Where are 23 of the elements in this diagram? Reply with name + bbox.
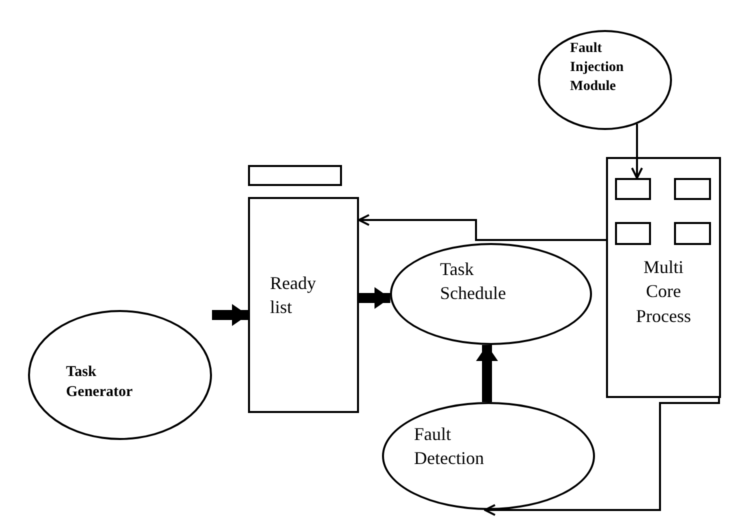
processor-box	[606, 157, 721, 398]
node-label: Task Generator	[66, 363, 134, 402]
core-box	[615, 178, 651, 200]
generator-ellipse	[28, 310, 212, 440]
block-arrow	[476, 344, 498, 402]
empty-box	[248, 165, 342, 186]
arrow	[358, 214, 606, 241]
node-label: Multi Core Process	[635, 256, 692, 328]
block-arrow	[359, 287, 390, 309]
core-box	[674, 222, 711, 245]
arrow	[484, 398, 720, 516]
node-label: Fault Injection Module	[570, 40, 625, 96]
core-box	[615, 222, 651, 245]
list-box	[248, 197, 359, 413]
detection-ellipse	[382, 402, 595, 510]
node-label: Task Schedule	[440, 258, 507, 306]
arrow	[631, 124, 643, 179]
node-label: Fault Detection	[414, 423, 485, 470]
block-arrow	[212, 304, 248, 326]
scheduler-ellipse	[390, 243, 592, 345]
module-ellipse	[538, 30, 672, 130]
core-box	[674, 178, 711, 200]
node-label: Ready list	[270, 272, 317, 320]
